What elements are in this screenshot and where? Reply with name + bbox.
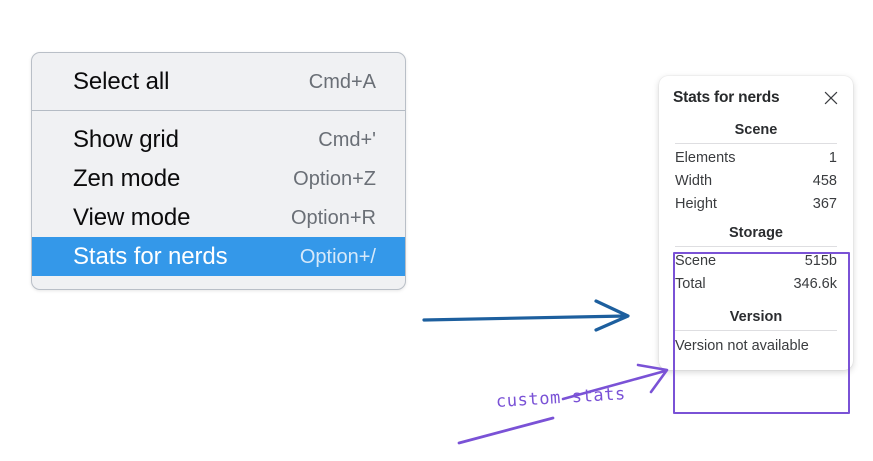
menu-item-show-grid[interactable]: Show grid Cmd+' — [32, 120, 405, 159]
blue-arrow-icon — [422, 299, 630, 332]
stat-value: 367 — [812, 196, 837, 213]
stat-value: 346.6k — [793, 276, 837, 293]
section-divider — [675, 246, 837, 248]
section-scene: Scene Elements 1 Width 458 Height 367 — [673, 119, 839, 216]
section-heading: Scene — [734, 122, 778, 138]
menu-item-label: Select all — [73, 67, 170, 95]
menu-item-zen-mode[interactable]: Zen mode Option+Z — [32, 159, 405, 198]
menu-item-label: Zen mode — [73, 164, 181, 192]
stat-value: 458 — [812, 173, 837, 190]
section-version: Version Version not available — [673, 306, 839, 356]
menu-group-2: Show grid Cmd+' Zen mode Option+Z View m… — [32, 120, 405, 276]
stat-key: Height — [675, 196, 717, 213]
close-icon[interactable] — [823, 90, 839, 106]
stat-key: Width — [675, 173, 713, 190]
menu-item-shortcut: Cmd+A — [308, 70, 376, 93]
stat-key: Total — [675, 276, 706, 293]
section-divider — [675, 143, 837, 144]
section-heading: Storage — [729, 225, 783, 242]
panel-header: Stats for nerds — [673, 89, 839, 107]
menu-group-1: Select all Cmd+A — [32, 62, 405, 101]
table-row: Scene 515b — [673, 250, 839, 273]
stat-key: Elements — [675, 150, 736, 166]
menu-item-select-all[interactable]: Select all Cmd+A — [32, 62, 405, 101]
custom-stats-annotation-label: custom stats — [495, 384, 627, 412]
menu-divider — [32, 110, 405, 111]
menu-item-label: Stats for nerds — [73, 242, 228, 270]
stat-value: 1 — [828, 150, 837, 166]
menu-item-view-mode[interactable]: View mode Option+R — [32, 198, 405, 237]
table-row: Width 458 — [673, 170, 839, 193]
menu-item-shortcut: Option+R — [290, 206, 376, 229]
menu-item-shortcut: Option+/ — [299, 245, 376, 268]
menu-item-label: Show grid — [73, 125, 179, 153]
menu-item-shortcut: Option+Z — [293, 167, 376, 190]
version-text: Version not available — [675, 337, 809, 354]
stat-value: 515b — [804, 253, 837, 270]
table-row: Elements 1 — [673, 147, 839, 170]
menu-item-shortcut: Cmd+' — [318, 128, 376, 151]
menu-item-label: View mode — [73, 203, 191, 231]
panel-title: Stats for nerds — [673, 89, 780, 106]
table-row: Height 367 — [673, 193, 839, 216]
purple-underline-stroke — [457, 416, 555, 445]
section-storage: Storage Scene 515b Total 346.6k — [673, 222, 839, 296]
table-row: Total 346.6k — [673, 273, 839, 296]
context-menu[interactable]: Select all Cmd+A Show grid Cmd+' Zen mod… — [31, 52, 406, 290]
stat-key: Scene — [675, 253, 717, 270]
section-heading: Version — [729, 308, 783, 325]
section-divider — [675, 329, 837, 331]
stats-for-nerds-panel[interactable]: Stats for nerds Scene Elements 1 Width 4… — [659, 76, 853, 370]
menu-item-stats-for-nerds[interactable]: Stats for nerds Option+/ — [32, 237, 405, 276]
